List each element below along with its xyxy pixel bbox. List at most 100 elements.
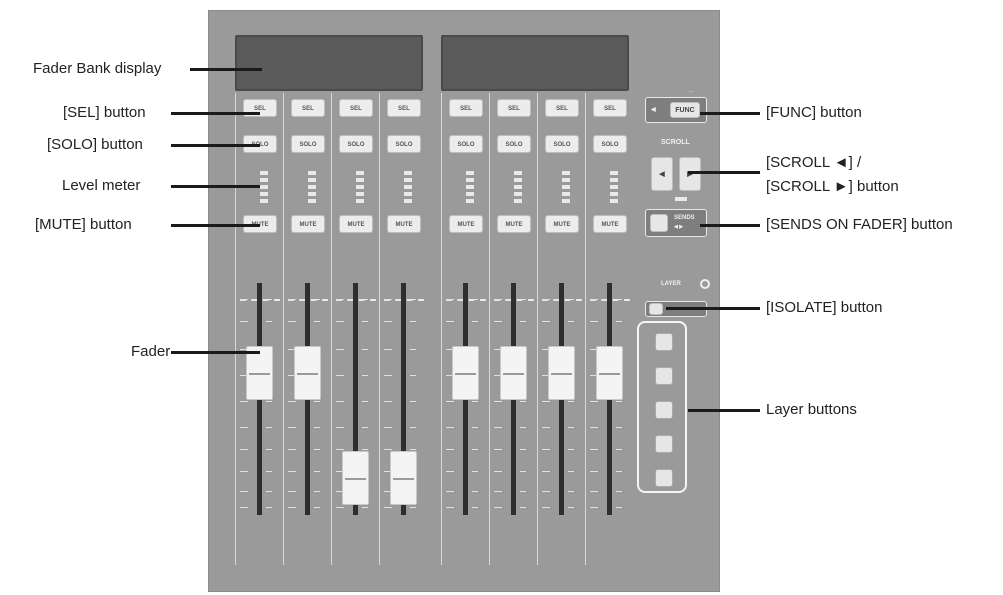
fader-scale-tick — [384, 507, 392, 508]
fader-scale-tick — [568, 507, 574, 508]
mute-button[interactable]: MUTE — [593, 215, 627, 233]
fader-knob[interactable] — [390, 450, 417, 505]
solo-button[interactable]: SOLO — [545, 135, 579, 153]
fader-knob[interactable] — [548, 345, 575, 400]
meter-segment — [466, 192, 474, 196]
sel-button[interactable]: SEL — [339, 99, 373, 117]
callout-line-fader — [171, 351, 260, 354]
solo-button[interactable]: SOLO — [291, 135, 325, 153]
fader-scale-tick — [384, 375, 392, 376]
sends-arrows: ◀ ▶ — [674, 224, 684, 230]
fader-scale-tick — [240, 471, 248, 472]
fader-scale-tick — [384, 491, 392, 492]
func-area: ◀ FUNC — [645, 97, 707, 123]
layer-button-2[interactable] — [655, 367, 673, 385]
fader-scale-tick — [520, 449, 526, 450]
solo-button[interactable]: SOLO — [449, 135, 483, 153]
fader-scale-tick — [542, 427, 550, 428]
solo-button[interactable]: SOLO — [497, 135, 531, 153]
scroll-left-button[interactable]: ◀ — [651, 157, 673, 191]
fader-scale-tick — [240, 449, 248, 450]
sel-button[interactable]: SEL — [387, 99, 421, 117]
sends-on-fader-button[interactable] — [650, 214, 668, 232]
fader-knob[interactable] — [500, 345, 527, 400]
meter-segment — [260, 199, 268, 203]
fader-track — [353, 283, 358, 515]
sel-button[interactable]: SEL — [291, 99, 325, 117]
channel-strip: SEL SOLO MUTE — [331, 93, 380, 565]
level-meter — [393, 169, 419, 203]
fader-scale-tick — [336, 491, 344, 492]
layer-button-4[interactable] — [655, 435, 673, 453]
fader-scale-tick — [446, 427, 454, 428]
func-button[interactable]: FUNC — [670, 102, 700, 118]
fader-scale-tick — [494, 375, 502, 376]
isolate-button[interactable] — [649, 303, 663, 315]
sel-button[interactable]: SEL — [593, 99, 627, 117]
meter-segment — [308, 178, 316, 182]
fader-scale-tick — [288, 471, 296, 472]
fader-scale-tick — [494, 449, 502, 450]
fader-scale-tick — [266, 401, 272, 402]
fader-scale-tick — [410, 507, 416, 508]
label-fader-bank-display: Fader Bank display — [33, 60, 162, 77]
sel-button[interactable]: SEL — [545, 99, 579, 117]
meter-segment — [260, 185, 268, 189]
label-scroll-button-line1: [SCROLL ◄] / — [766, 154, 862, 171]
layer-button-5[interactable] — [655, 469, 673, 487]
mute-button[interactable]: MUTE — [291, 215, 325, 233]
fader-scale-tick — [590, 507, 598, 508]
fader-knob[interactable] — [452, 345, 479, 400]
sel-button[interactable]: SEL — [497, 99, 531, 117]
meter-segment — [466, 199, 474, 203]
solo-button[interactable]: SOLO — [387, 135, 421, 153]
fader-scale-tick — [384, 299, 392, 300]
fader-scale-tick — [520, 507, 526, 508]
mute-button[interactable]: MUTE — [497, 215, 531, 233]
mute-button[interactable]: MUTE — [545, 215, 579, 233]
label-fader: Fader — [131, 343, 171, 360]
level-meter — [249, 169, 275, 203]
fader-scale-tick — [616, 401, 622, 402]
mute-button[interactable]: MUTE — [449, 215, 483, 233]
scroll-right-button[interactable]: ▶ — [679, 157, 701, 191]
fader-scale-tick — [590, 449, 598, 450]
fader-knob[interactable] — [246, 345, 273, 400]
solo-button[interactable]: SOLO — [339, 135, 373, 153]
fader-scale-tick — [410, 401, 416, 402]
fader-scale-tick — [266, 491, 272, 492]
fader-knob[interactable] — [596, 345, 623, 400]
meter-segment — [260, 178, 268, 182]
meter-segment — [260, 171, 268, 175]
layer-button-1[interactable] — [655, 333, 673, 351]
sel-button[interactable]: SEL — [449, 99, 483, 117]
fader-scale-tick — [240, 491, 248, 492]
fader-knob[interactable] — [294, 345, 321, 400]
fader-scale-tick — [446, 349, 454, 350]
fader-scale-tick — [446, 491, 454, 492]
fader-scale-tick — [542, 471, 550, 472]
fader-scale-tick — [288, 427, 296, 428]
meter-segment — [562, 192, 570, 196]
layer-button-3[interactable] — [655, 401, 673, 419]
fader-knob[interactable] — [342, 450, 369, 505]
fader-scale-tick — [568, 491, 574, 492]
fader-scale-tick — [542, 349, 550, 350]
fader-scale-tick — [240, 427, 248, 428]
fader-scale-tick — [590, 349, 598, 350]
fader-scale-tick — [288, 449, 296, 450]
meter-segment — [308, 185, 316, 189]
mute-button[interactable]: MUTE — [387, 215, 421, 233]
fader-scale-tick — [494, 321, 502, 322]
fader-scale-tick — [314, 449, 320, 450]
fader-scale-tick — [520, 471, 526, 472]
mute-button[interactable]: MUTE — [339, 215, 373, 233]
meter-segment — [610, 171, 618, 175]
solo-button[interactable]: SOLO — [593, 135, 627, 153]
fader-scale-tick — [336, 401, 344, 402]
fader-scale-tick — [494, 471, 502, 472]
fader-scale-tick — [520, 299, 526, 300]
meter-segment — [308, 192, 316, 196]
fader-scale-tick — [314, 321, 320, 322]
meter-segment — [562, 178, 570, 182]
